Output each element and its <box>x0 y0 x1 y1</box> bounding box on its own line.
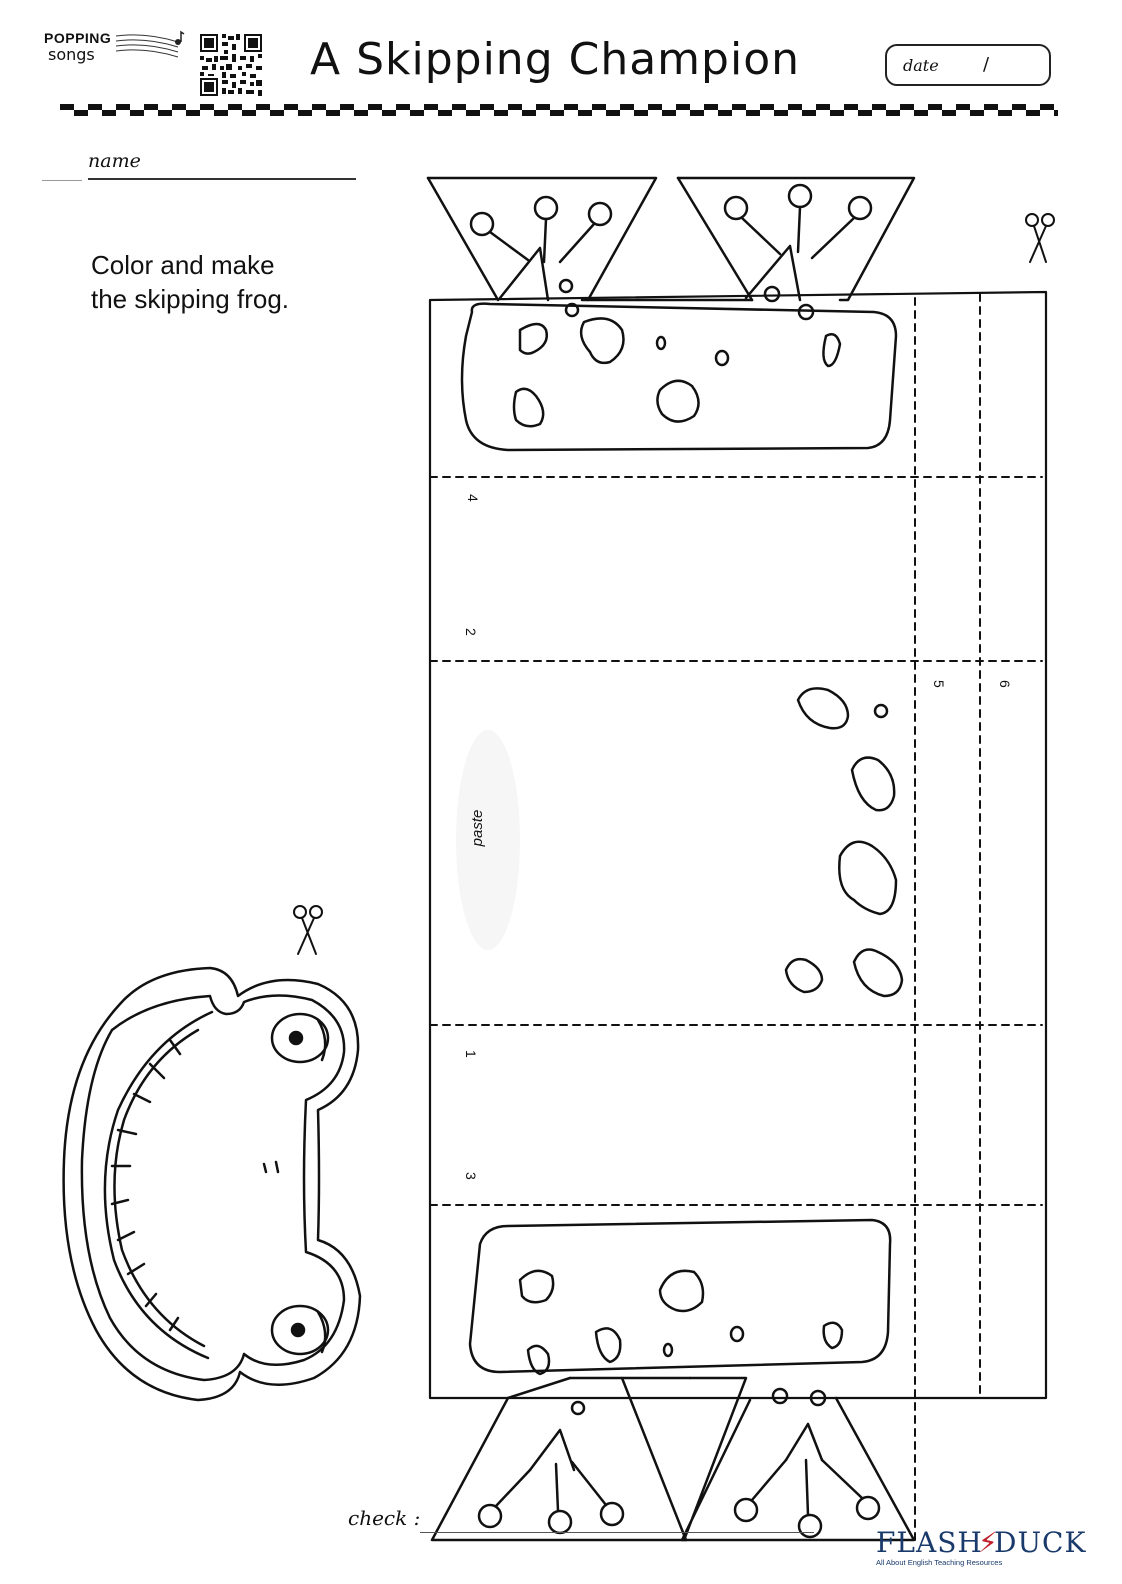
paste-area <box>456 730 520 950</box>
frog-back-bottom <box>468 1218 892 1376</box>
name-label: name <box>88 150 141 172</box>
frog-back-top <box>460 302 898 452</box>
date-field[interactable]: date / <box>885 44 1051 86</box>
top-feet-tabs <box>426 176 916 302</box>
date-label: date <box>903 56 939 75</box>
flash-duck-logo: FLASH ⚡ DUCK All About English Teaching … <box>872 1526 1085 1572</box>
check-label: check : <box>348 1506 421 1530</box>
lightning-bolt-icon: ⚡ <box>978 1526 998 1559</box>
check-field[interactable] <box>420 1532 814 1533</box>
instruction-text: Color and make the skipping frog. <box>91 248 289 316</box>
brand-line2: songs <box>48 45 95 64</box>
publisher-word1: FLASH <box>876 1526 983 1559</box>
popping-songs-logo: POPPING songs <box>44 30 194 70</box>
fold-number-6: 6 <box>997 680 1013 688</box>
checkered-divider <box>60 104 1058 116</box>
page-title: A Skipping Champion <box>310 34 801 85</box>
bottom-feet-tabs <box>430 1376 916 1542</box>
name-field[interactable] <box>88 178 356 180</box>
frog-toes-bottom-left <box>477 1400 625 1535</box>
name-line-tick <box>42 180 82 181</box>
frog-toes-top-left <box>469 195 613 318</box>
scissors-icon <box>1025 213 1055 263</box>
fold-number-5: 5 <box>931 680 947 688</box>
publisher-word2: DUCK <box>994 1526 1087 1559</box>
qr-code-icon <box>198 32 264 98</box>
frog-toes-bottom-right <box>733 1387 881 1539</box>
frog-spots-middle <box>784 687 904 998</box>
music-staff-icon <box>116 30 185 58</box>
fold-number-3: 3 <box>463 1172 479 1180</box>
date-separator: / <box>983 54 990 75</box>
brand-line1: POPPING <box>44 30 112 46</box>
instruction-line1: Color and make <box>91 250 275 280</box>
publisher-tagline: All About English Teaching Resources <box>876 1558 1003 1567</box>
scissors-icon <box>293 905 323 955</box>
fold-number-4: 4 <box>465 494 481 502</box>
instruction-line2: the skipping frog. <box>91 284 290 314</box>
fold-number-2: 2 <box>463 628 479 636</box>
paste-label: paste <box>469 810 486 848</box>
craft-strip-outline <box>428 290 1048 1541</box>
fold-number-1: 1 <box>463 1050 479 1058</box>
frog-toes-top-right <box>723 183 873 321</box>
frog-head <box>62 966 362 1402</box>
